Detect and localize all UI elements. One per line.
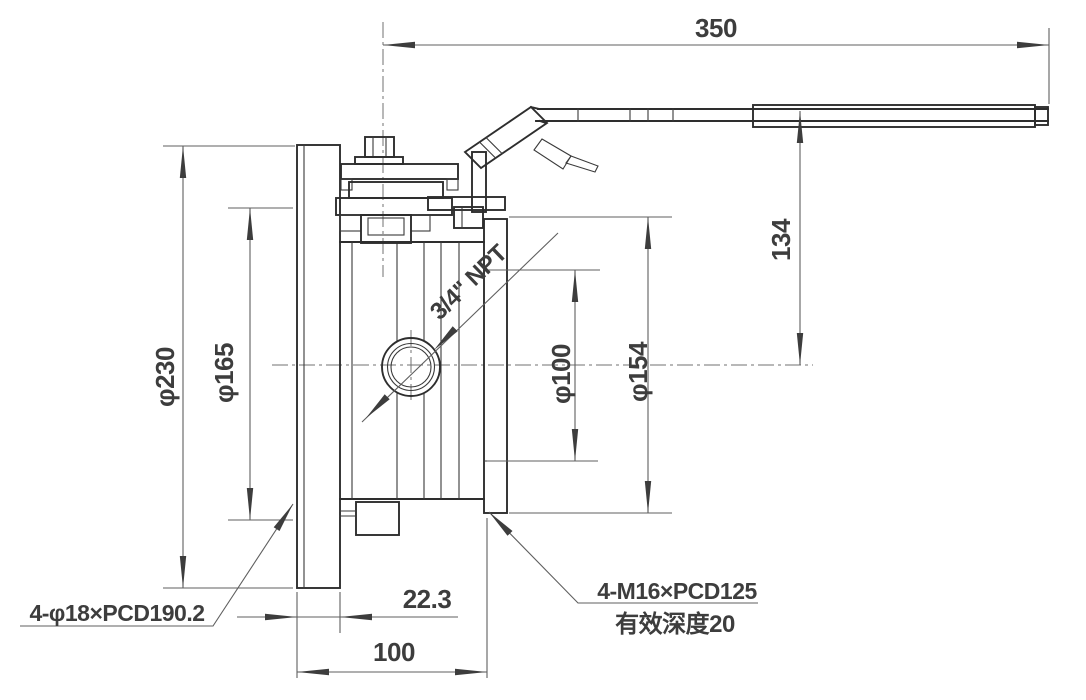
flange-plate [296,144,341,589]
flange-bolt-leader: 4-φ18×PCD190.2 [20,503,294,627]
flange-bolt-pattern-label: 4-φ18×PCD190.2 [29,600,204,626]
valve-body [339,241,485,500]
stem-mounting-bracket [335,136,506,244]
dim-350-label: 350 [695,13,737,43]
boss-bolt-pattern-label: 4-M16×PCD125 [597,578,757,604]
lever-handle [463,104,1049,173]
dim-handle-length: 350 [383,13,1050,104]
dim-d230-label: φ230 [150,347,180,407]
npt-port-leader: 3/4" NPT [361,232,559,423]
dim-100-label: 100 [373,637,415,667]
dim-d100-label: φ100 [546,344,576,404]
dim-d165-label: φ165 [209,343,239,403]
centerlines [272,22,813,404]
dim-mounting-boss: φ154 [509,216,672,514]
npt-port-circle [381,337,441,397]
handle-end-cap [1034,106,1049,126]
dim-134-label: 134 [766,218,796,261]
dim-port-recess: φ100 [487,269,600,462]
dim-body-length: 100 [296,518,488,678]
dim-22-3-label: 22.3 [403,584,452,614]
dim-flange-thickness: 22.3 [237,584,458,633]
boss-thread-depth-label: 有效深度20 [615,610,735,638]
boss-bolt-leader: 4-M16×PCD125 有效深度20 [488,511,758,638]
dim-flange-od: φ230 [150,145,295,589]
bottom-drain-block [339,501,400,536]
dim-d154-label: φ154 [623,341,653,402]
dim-raised-face: φ165 [209,207,293,521]
npt-port-label: 3/4" NPT [425,239,513,325]
dim-handle-height: 134 [766,111,804,365]
